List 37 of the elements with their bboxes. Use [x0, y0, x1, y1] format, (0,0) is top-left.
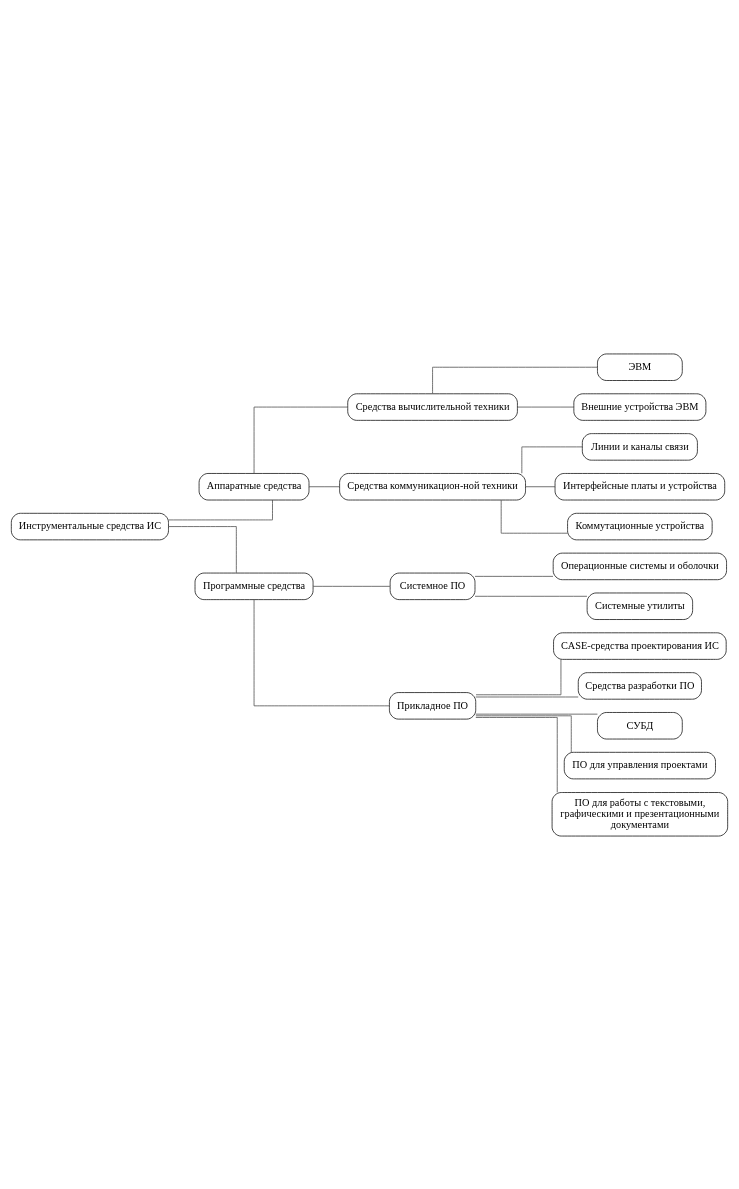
connector — [517, 406, 575, 407]
node-box: ЭВМ — [597, 353, 683, 381]
connector — [253, 406, 348, 474]
node-box: Прикладное ПО — [389, 691, 477, 719]
connector — [474, 575, 554, 577]
connector — [308, 485, 340, 487]
node-box: ПО для управления проектами — [563, 751, 716, 779]
connector — [474, 595, 588, 597]
connector — [475, 716, 558, 793]
node-box: Внешние устройства ЭВМ — [573, 392, 707, 421]
node-box: Операционные системы и оболочки — [552, 552, 727, 580]
connector — [475, 714, 572, 753]
connector — [525, 485, 556, 487]
connector — [168, 525, 237, 573]
connector — [168, 499, 273, 520]
node-box: Системные утилиты — [586, 592, 693, 620]
node-box: Средства коммуникацион-ной техники — [339, 472, 526, 500]
node-box: Линии и каналы связи — [581, 432, 698, 461]
node-box: Средства вычислительной техники — [347, 392, 518, 421]
node-box: Коммутационные устройства — [567, 512, 713, 540]
node-box: Интерфейсные платы и устройства — [554, 472, 726, 500]
node-box: Аппаратные средства — [198, 472, 310, 500]
node-box: СУБД — [597, 711, 683, 739]
node-box: CASE-средства проектирования ИС — [553, 631, 727, 660]
connector — [432, 366, 598, 394]
node-box: Средства разработки ПО — [577, 671, 702, 700]
connector — [253, 598, 390, 706]
node-box: Системное ПО — [389, 572, 476, 600]
node-box: ПО для работы с текстовыми, графическими и презентационными документами — [551, 791, 729, 836]
connector — [475, 713, 598, 714]
connector — [475, 658, 562, 695]
connector — [500, 499, 568, 534]
connector — [312, 585, 391, 587]
node-box: Инструментальные средства ИС — [10, 512, 169, 540]
connector — [521, 446, 583, 474]
connector — [475, 696, 579, 697]
node-box: Программные средства — [194, 572, 314, 600]
